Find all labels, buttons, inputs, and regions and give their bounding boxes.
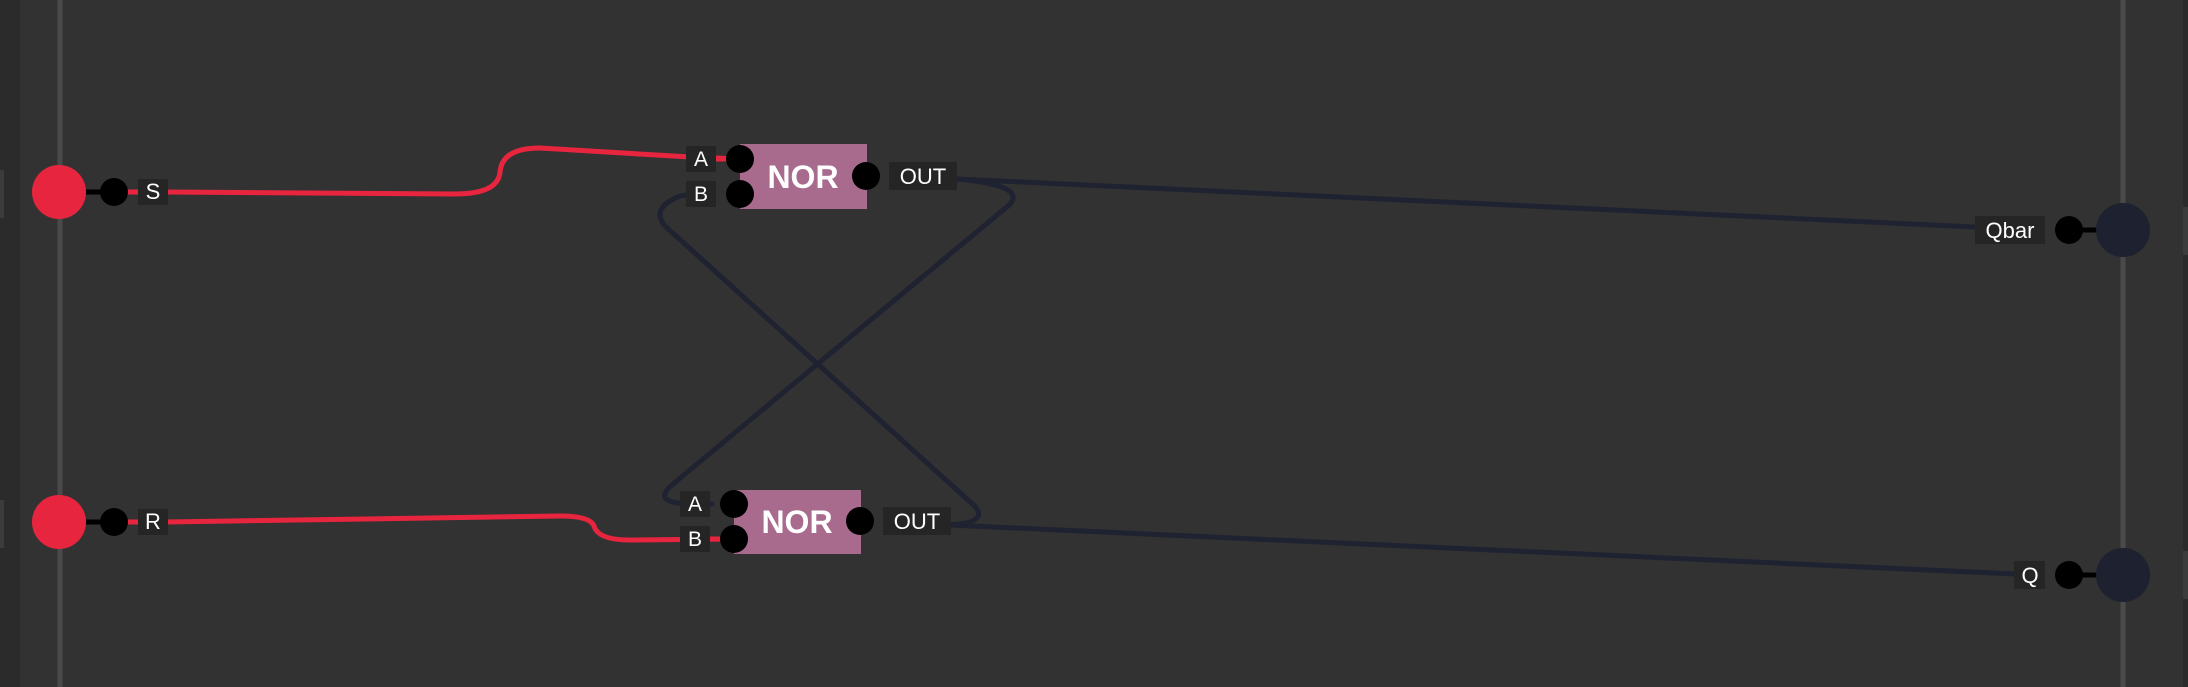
nor-gate-top-out-label: OUT [900,164,946,189]
right-edge-tab-qbar [2183,207,2188,255]
nor-gate-top-pin-a-label: A [694,148,708,171]
left-edge-tab-s [0,170,4,218]
input-r[interactable]: R [32,495,168,549]
nor-gate-top-pin-a[interactable] [726,145,754,173]
input-s-toggle[interactable] [32,165,86,219]
right-edge-tab-q [2183,551,2188,599]
nor-gate-bottom-body[interactable] [734,490,861,554]
input-r-toggle[interactable] [32,495,86,549]
input-r-label: R [145,509,161,534]
wire-bottom-out-to-q[interactable] [947,522,2018,577]
wire-r-to-bottom-b[interactable] [163,513,737,543]
nor-gate-bottom-pin-a[interactable] [720,490,748,518]
nor-gate-top-body[interactable] [740,144,867,209]
input-s-label: S [146,179,161,204]
wire-top-out-to-qbar[interactable] [955,176,1978,230]
input-r-pin[interactable] [100,508,128,536]
output-qbar-pin[interactable] [2055,216,2083,244]
output-qbar-label-bg [1975,216,2045,244]
wire-top-out-to-bottom-a[interactable] [662,176,1016,507]
nor-gate-bottom[interactable]: NOR A B OUT [680,490,951,554]
nor-gate-top-pin-out[interactable] [852,162,880,190]
output-qbar[interactable]: Qbar [1975,203,2150,257]
nor-gate-bottom-pin-b-label-bg [680,526,710,552]
nor-gate-bottom-pin-b[interactable] [720,525,748,553]
nor-gate-bottom-pin-out[interactable] [846,507,874,535]
nor-gate-bottom-pin-b-label: B [688,528,702,551]
nor-gate-bottom-out-label: OUT [894,509,940,534]
nor-gate-top-out-label-bg [889,162,957,190]
nor-gate-bottom-type: NOR [761,504,832,540]
output-q-pin[interactable] [2055,561,2083,589]
nor-gate-top-pin-b-label: B [694,183,708,206]
input-r-label-bg [138,509,168,535]
output-q-label-bg [2014,561,2045,589]
nor-gate-top-pin-a-label-bg [686,146,716,172]
input-s-pin[interactable] [100,178,128,206]
nor-gate-bottom-pin-a-label-bg [680,491,710,517]
nor-gate-top-pin-b-label-bg [686,181,716,207]
left-edge-strip [0,0,20,687]
output-qbar-label: Qbar [1986,218,2035,243]
wire-bottom-out-to-top-b[interactable] [657,191,981,528]
output-q-label: Q [2021,563,2038,588]
nor-gate-top[interactable]: NOR A B OUT [686,144,957,209]
wires [55,145,2107,578]
output-q[interactable]: Q [2014,548,2150,602]
input-s-label-bg [138,179,168,205]
nor-gate-top-pin-b[interactable] [726,180,754,208]
wire-s-to-top-a[interactable] [163,145,743,197]
nor-gate-bottom-pin-a-label: A [688,493,702,516]
left-edge-tab-r [0,500,4,548]
right-edge-strip [2183,0,2188,687]
input-s[interactable]: S [32,165,168,219]
nor-gate-bottom-out-label-bg [883,507,951,535]
output-q-indicator [2096,548,2150,602]
nor-gate-top-type: NOR [767,159,838,195]
output-qbar-indicator [2096,203,2150,257]
